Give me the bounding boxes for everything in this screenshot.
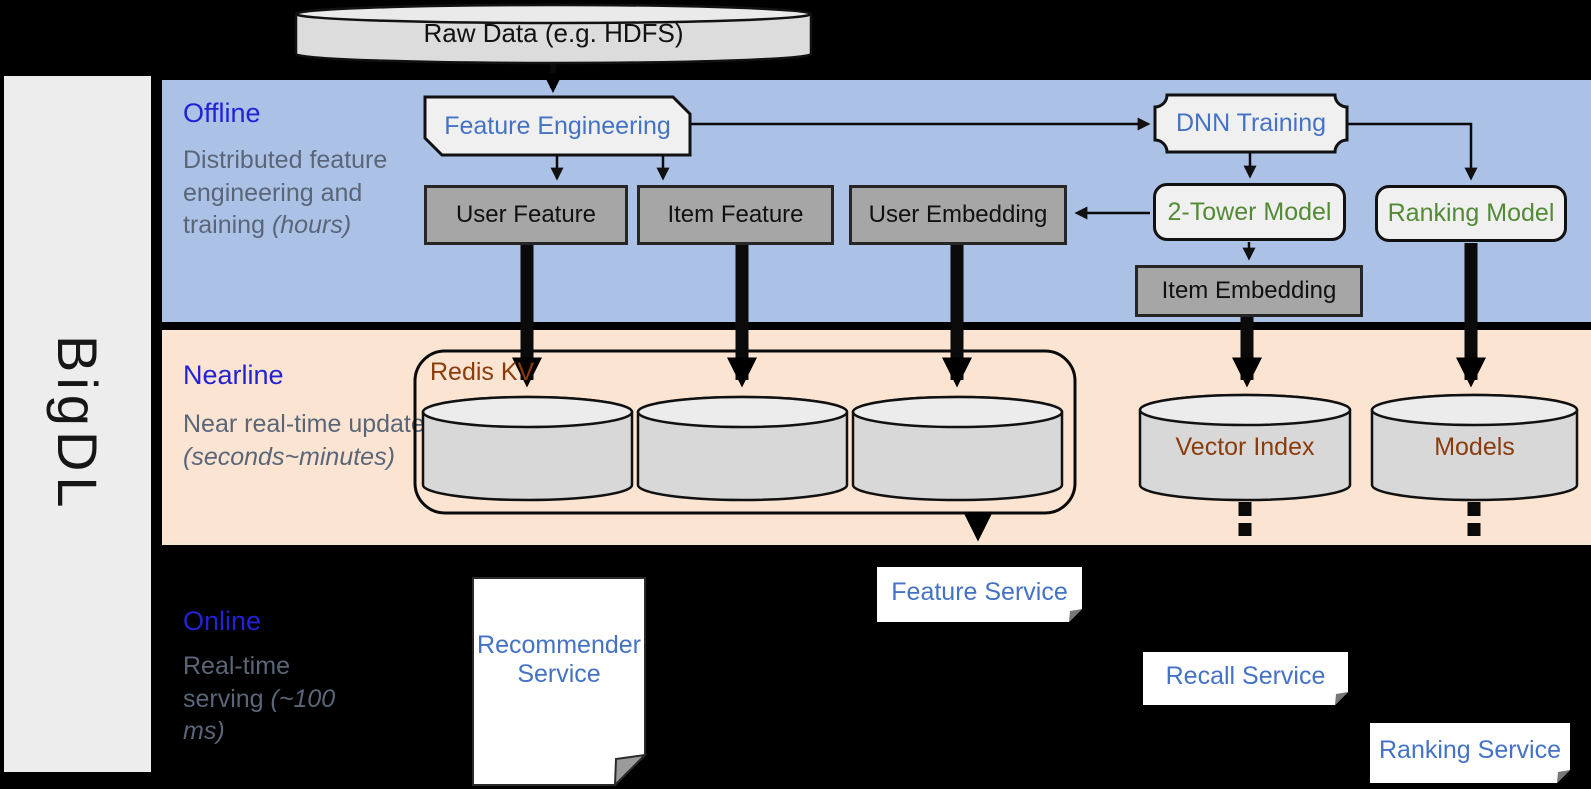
- bigdl-logo-text: BigDL: [46, 335, 109, 513]
- nearline-lane-title: Nearline: [183, 360, 284, 390]
- redis-cylinder-1: [421, 395, 634, 502]
- node-ranking-model: Ranking Model: [1375, 185, 1567, 242]
- arrow-dnn-to-ranking-model: [1348, 122, 1478, 181]
- recall-service-box: [1143, 652, 1348, 705]
- node-two-tower-model: 2-Tower Model: [1153, 183, 1346, 241]
- redis-cylinder-3: [851, 395, 1064, 502]
- redis-cylinder-2: [636, 395, 849, 502]
- node-item-embedding: Item Embedding: [1135, 265, 1363, 317]
- offline-desc-text: Distributed feature engineering and trai…: [183, 146, 388, 239]
- ranking-service-box: [1370, 723, 1570, 783]
- vector-index-label: Vector Index: [1175, 432, 1315, 461]
- lane-divider: [162, 322, 1591, 330]
- node-user-embedding: User Embedding: [849, 185, 1067, 245]
- arrows-layer: [512, 64, 1486, 542]
- feature-service-label: Feature Service: [891, 578, 1068, 606]
- nearline-desc-text: Near real-time update: [183, 410, 425, 438]
- models-label: Models: [1434, 432, 1515, 461]
- redis-kv-label: Redis KV: [430, 358, 535, 386]
- node-dnn-training-label: DNN Training: [1175, 109, 1327, 137]
- nearline-lane-desc: Near real-time update (seconds~minutes): [183, 408, 453, 473]
- node-feature-engineering-label: Feature Engineering: [444, 111, 671, 140]
- raw-data-cylinder: [294, 3, 813, 65]
- ranking-service-label: Ranking Service: [1378, 736, 1562, 764]
- bigdl-sidebar: BigDL: [4, 76, 151, 772]
- raw-data-label: Raw Data (e.g. HDFS): [423, 17, 684, 48]
- online-desc-italic: (~100 ms): [183, 684, 336, 746]
- node-dnn-training-shape: [1153, 93, 1349, 154]
- node-item-feature: Item Feature: [637, 185, 834, 245]
- online-lane-desc: Real-time serving (~100 ms): [183, 650, 373, 748]
- feature-service-box: [877, 567, 1082, 622]
- offline-lane-title: Offline: [183, 98, 261, 128]
- node-feature-engineering-shape: [423, 95, 692, 157]
- recommender-service-label: Recommender Service: [477, 631, 641, 688]
- vector-index-cylinder: [1138, 393, 1352, 502]
- recall-service-label: Recall Service: [1165, 661, 1326, 690]
- offline-desc-italic: (hours): [271, 211, 352, 239]
- online-desc-text: Real-time serving: [183, 652, 290, 713]
- offline-lane-desc: Distributed feature engineering and trai…: [183, 144, 431, 242]
- models-cylinder: [1370, 393, 1579, 502]
- node-user-feature: User Feature: [424, 185, 628, 245]
- online-lane-title: Online: [183, 606, 262, 636]
- recommender-service-doc: [472, 577, 648, 788]
- nearline-desc-italic: (seconds~minutes): [183, 442, 395, 471]
